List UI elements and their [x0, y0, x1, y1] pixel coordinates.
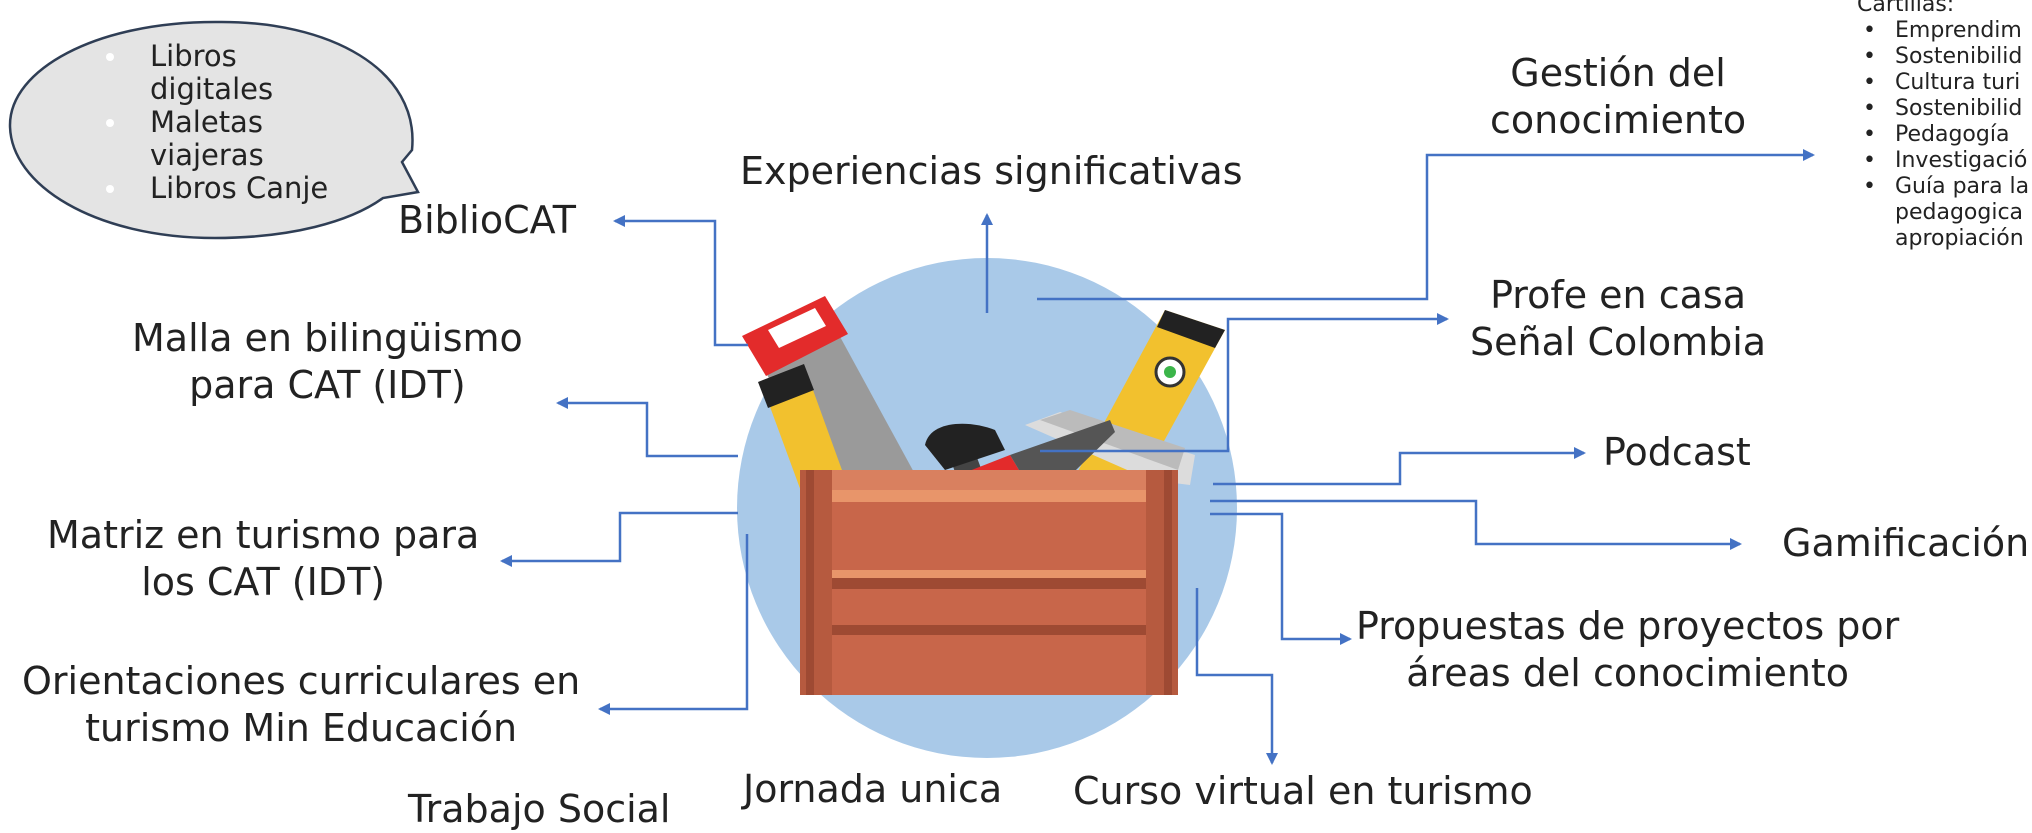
cartillas-item: •Investigació: [1863, 148, 2028, 173]
bubble-item: Libros Canje: [100, 172, 328, 205]
label-bibliocat: BiblioCAT: [398, 198, 576, 242]
cartillas-item: •Cultura turi: [1863, 70, 2021, 95]
label-gamificacion: Gamificación: [1782, 521, 2030, 565]
label-podcast: Podcast: [1603, 430, 1751, 474]
bubble-item: Maletas viajeras: [100, 106, 328, 172]
arrow-malla: [556, 397, 738, 458]
cartillas-block: Cartillas: •Emprendim •Sostenibilid •Cul…: [1857, 0, 2029, 252]
paint-roller-icon: [1025, 410, 1195, 485]
arrow-gamificacion: [1210, 499, 1742, 550]
arrow-profe: [1040, 313, 1449, 453]
bubble-item: Libros digitales: [100, 40, 328, 106]
label-orientaciones-curriculares: Orientaciones curriculares en turismo Mi…: [22, 659, 581, 750]
label-experiencias-significativas: Experiencias significativas: [740, 149, 1243, 193]
arrow-podcast: [1213, 447, 1586, 486]
toolbox-illustration: [742, 296, 1225, 695]
label-profe-en-casa: Profe en casa Señal Colombia: [1470, 273, 1767, 364]
cartillas-item: •Sostenibilid: [1863, 44, 2023, 69]
label-trabajo-social: Trabajo Social: [408, 787, 671, 831]
label-gestion-conocimiento: Gestión del conocimiento: [1490, 51, 1747, 142]
label-jornada-unica: Jornada unica: [743, 767, 1003, 811]
toolbox-crate: [800, 470, 1178, 695]
label-matriz-turismo: Matriz en turismo para los CAT (IDT): [47, 513, 480, 604]
arrow-gestion: [1037, 149, 1815, 301]
arrow-matriz: [500, 511, 738, 567]
cartillas-item: • Guía para la pedagogica apropiación: [1863, 174, 2030, 251]
cartillas-item: •Sostenibilid: [1863, 96, 2023, 121]
speech-bubble: [8, 20, 420, 240]
arrow-curso: [1195, 588, 1278, 765]
bubble-list: Libros digitales Maletas viajeras Libros…: [100, 40, 328, 205]
arrow-orientaciones: [598, 534, 749, 715]
label-propuestas-proyectos: Propuestas de proyectos por áreas del co…: [1356, 604, 1900, 695]
cartillas-item: •Emprendim: [1863, 18, 2022, 43]
arrow-propuestas: [1210, 512, 1352, 645]
arrow-biblio: [613, 215, 748, 347]
label-curso-virtual: Curso virtual en turismo: [1073, 769, 1533, 813]
cartillas-item: •Pedagogía: [1863, 122, 2010, 147]
label-malla-bilinguismo: Malla en bilingüismo para CAT (IDT): [132, 316, 523, 407]
cartillas-heading: Cartillas:: [1857, 0, 1955, 17]
